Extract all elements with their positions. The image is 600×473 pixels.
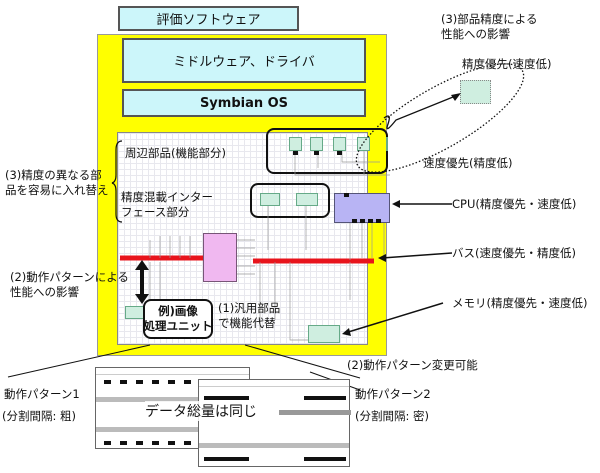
cpu-label: CPU(精度優先・速度低) xyxy=(452,197,577,211)
bus-block xyxy=(203,233,237,282)
pattern1-bar xyxy=(152,441,159,445)
pattern2-bar xyxy=(204,457,249,461)
bus-pointer xyxy=(381,252,453,259)
eval-software-layer: 評価ソフトウェア xyxy=(118,6,299,31)
schematic-wires xyxy=(149,151,390,341)
pattern1-bar xyxy=(168,441,175,445)
os-label: Symbian OS xyxy=(199,95,289,111)
pattern-changeable-label: (2)動作パターン変更可能 xyxy=(347,358,478,372)
pattern1-bar xyxy=(104,380,111,384)
label-line: (1)汎用部品 xyxy=(218,301,281,315)
chip-pin xyxy=(376,219,381,223)
zoom-line-right xyxy=(244,344,361,379)
chip-pin xyxy=(293,151,298,155)
cpu-block xyxy=(334,193,390,223)
peripheral-chip xyxy=(333,137,346,151)
memory-pointer xyxy=(344,302,444,334)
peripheral-parts-group xyxy=(266,128,388,174)
chip-pin xyxy=(314,151,319,155)
chip-pin xyxy=(368,219,373,223)
label-line: 性能への影響 xyxy=(441,27,510,41)
window-divider xyxy=(96,397,249,402)
window-divider xyxy=(96,427,249,432)
pattern1-interval-label: (分割間隔: 粗) xyxy=(2,409,77,423)
part-accuracy-effect-label: (3)部品精度による 性能への影響 xyxy=(441,12,537,42)
window-ruler xyxy=(199,383,349,387)
bus-label: バス(速度優先・精度低) xyxy=(452,246,576,260)
pattern1-bar xyxy=(120,380,127,384)
window-divider xyxy=(199,443,349,448)
pattern1-bar xyxy=(136,380,143,384)
mixed-interface-group xyxy=(250,183,330,218)
peripheral-chip xyxy=(310,137,323,151)
pattern2-interval-label: (分割間隔: 密) xyxy=(355,409,430,423)
generic-substitute-label: (1)汎用部品 で機能代替 xyxy=(218,301,280,331)
label-line: (3)部品精度による xyxy=(441,12,538,26)
pattern2-bar xyxy=(304,457,346,461)
arrow-head xyxy=(451,93,461,101)
speed-first-label: 速度優先(精度低) xyxy=(423,156,513,170)
chip-pin xyxy=(360,219,365,223)
label-line: 精度混載インター xyxy=(121,190,213,204)
label-line: (3)精度の異なる部 xyxy=(5,168,102,182)
chip-pin xyxy=(352,219,357,223)
pattern2-bar xyxy=(204,396,249,400)
pattern1-bar xyxy=(152,380,159,384)
pattern2-bar xyxy=(304,396,346,400)
memory-chip xyxy=(308,325,340,343)
pattern1-bar xyxy=(168,380,175,384)
chip-pin xyxy=(344,193,349,197)
accuracy-first-label: 精度優先(速度低) xyxy=(462,57,552,71)
pattern1-bar xyxy=(104,441,111,445)
window-divider xyxy=(279,410,351,415)
mixed-interface-label: 精度混載インター フェース部分 xyxy=(121,190,213,220)
interface-chip xyxy=(296,193,318,206)
pattern1-bar xyxy=(184,380,191,384)
peripheral-chip xyxy=(289,137,302,151)
middleware-label: ミドルウェア、ドライバ xyxy=(173,55,315,70)
label-line: 例)画像 xyxy=(158,304,198,318)
zoom-line-left xyxy=(7,344,151,378)
pattern2-label: 動作パターン2 xyxy=(355,387,431,401)
eval-software-label: 評価ソフトウェア xyxy=(156,13,261,28)
peripheral-parts-label: 周辺部品(機能部分) xyxy=(125,146,226,160)
middleware-layer: ミドルウェア、ドライバ xyxy=(122,38,366,83)
pattern1-bar xyxy=(184,441,191,445)
os-layer: Symbian OS xyxy=(122,89,366,117)
peripheral-chip-large xyxy=(386,137,388,151)
label-line: で機能代替 xyxy=(218,316,276,330)
label-line: (2)動作パターンによる xyxy=(10,270,129,284)
same-total-label: データ総量は同じ xyxy=(145,401,257,421)
brace-icon xyxy=(111,140,123,223)
pattern1-label: 動作パターン1 xyxy=(4,387,80,401)
arrow-head-up xyxy=(135,260,149,270)
label-line: 品を容易に入れ替え xyxy=(5,183,109,197)
accuracy-first-chip xyxy=(460,80,491,104)
chip-pin xyxy=(337,151,342,155)
label-line: 処理ユニット xyxy=(143,319,213,333)
label-line: フェース部分 xyxy=(121,205,190,219)
window-ruler xyxy=(96,371,249,375)
interface-chip xyxy=(260,193,280,206)
label-line: 性能への影響 xyxy=(10,285,79,299)
squiggle-arrow xyxy=(383,94,459,130)
pattern1-bar xyxy=(120,441,127,445)
arrow-head-down xyxy=(135,294,149,304)
timing-window-pattern2 xyxy=(198,379,351,467)
example-unit-box: 例)画像 処理ユニット xyxy=(143,299,213,339)
memory-label: メモリ(精度優先・速度低) xyxy=(452,296,588,310)
pattern1-bar xyxy=(136,441,143,445)
swap-parts-label: (3)精度の異なる部 品を容易に入れ替え xyxy=(5,168,109,198)
pattern-effect-label: (2)動作パターンによる 性能への影響 xyxy=(10,270,129,300)
